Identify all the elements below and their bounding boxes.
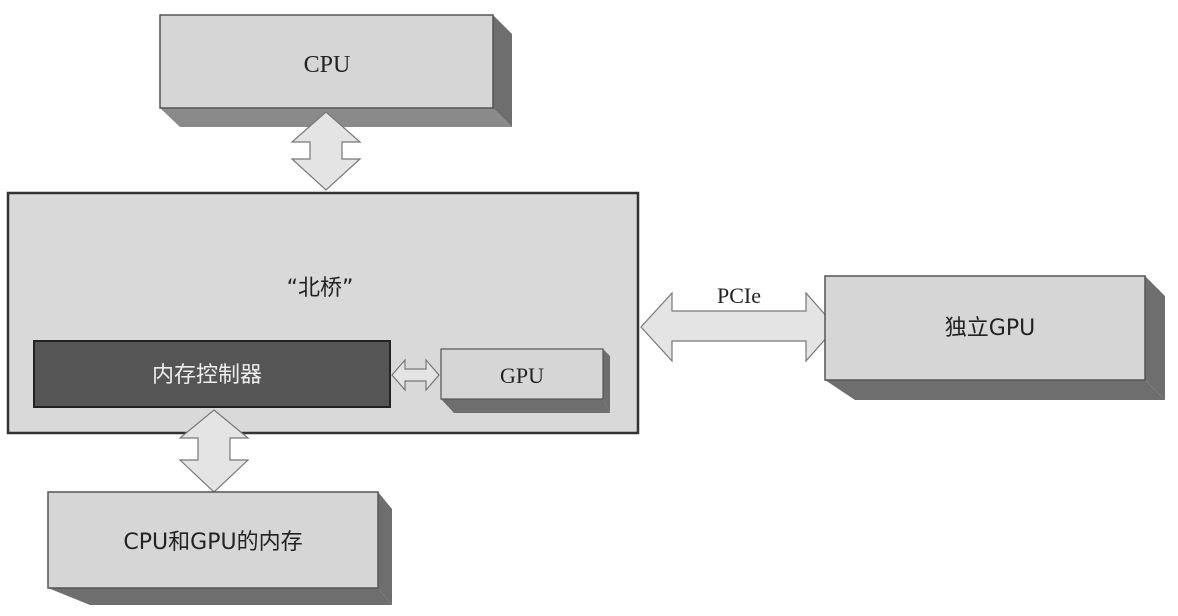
integrated-gpu-label: GPU [500,363,544,388]
pcie-arrow: PCIe [640,283,837,363]
northbridge-label: “北桥” [287,276,354,301]
pcie-label: PCIe [717,283,761,308]
shared-memory-label: CPU和GPU的内存 [123,530,302,555]
cpu-label: CPU [304,52,351,78]
cpu-box: CPU [159,14,512,127]
shared-memory-box: CPU和GPU的内存 [47,491,392,605]
discrete-gpu-label: 独立GPU [945,316,1035,341]
cpu-northbridge-arrow [290,111,362,191]
integrated-gpu-box: GPU [440,348,610,413]
memcontroller-gpu-arrow [391,358,440,392]
memory-controller-label: 内存控制器 [152,363,262,388]
memory-controller-box: 内存控制器 [33,340,391,408]
discrete-gpu-box: 独立GPU [824,275,1165,400]
